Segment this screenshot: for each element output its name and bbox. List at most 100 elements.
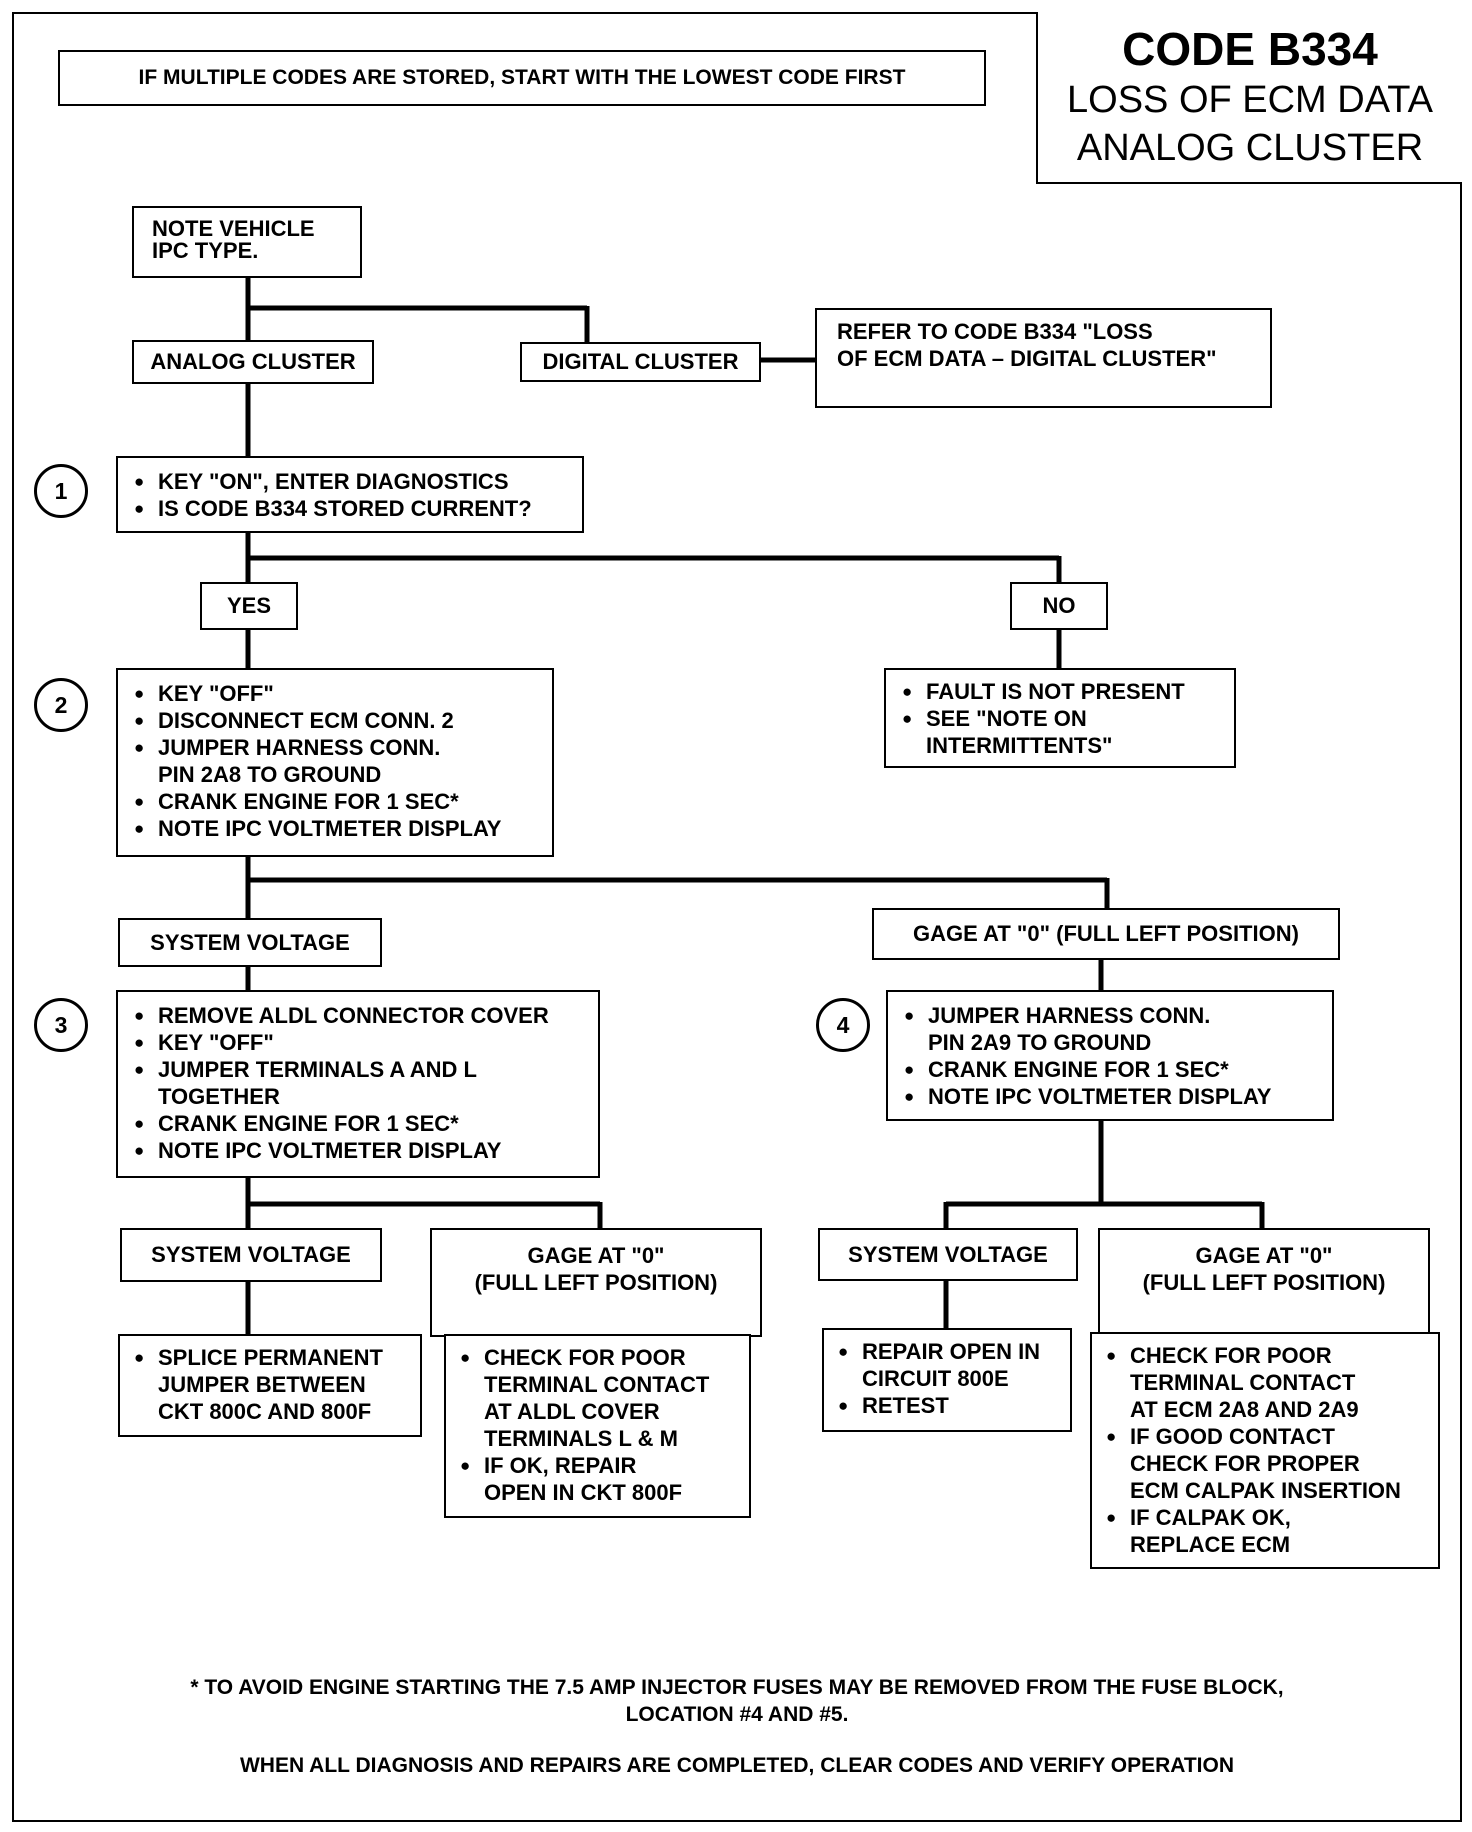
check-aldl-item-line: AT ALDL COVER <box>484 1399 660 1424</box>
check-ecm-item-line: ECM CALPAK INSERTION <box>1130 1478 1401 1503</box>
step-4-item-line: JUMPER HARNESS CONN. <box>928 1003 1211 1028</box>
step-3-gage-zero-line2: (FULL LEFT POSITION) <box>474 1270 718 1295</box>
digital-reference-line2: OF ECM DATA – DIGITAL CLUSTER" <box>837 346 1217 371</box>
analog-cluster-label: ANALOG CLUSTER <box>150 349 356 374</box>
step-4-system-voltage-label: SYSTEM VOLTAGE <box>848 1242 1048 1267</box>
step-3-gage-zero-box: GAGE AT "0" (FULL LEFT POSITION) <box>430 1228 762 1337</box>
diagram-frame <box>12 12 1462 1822</box>
step-3-item: CRANK ENGINE FOR 1 SEC* <box>130 1110 598 1137</box>
check-ecm-item-line: CHECK FOR POOR <box>1130 1343 1332 1368</box>
system-voltage-label: SYSTEM VOLTAGE <box>150 930 350 955</box>
step-3-system-voltage-label: SYSTEM VOLTAGE <box>151 1242 351 1267</box>
step-4-item: JUMPER HARNESS CONN.PIN 2A9 TO GROUND <box>900 1002 1332 1056</box>
step-4-gage-zero-box: GAGE AT "0" (FULL LEFT POSITION) <box>1098 1228 1430 1336</box>
digital-cluster-box: DIGITAL CLUSTER <box>520 342 761 382</box>
step-4-item: CRANK ENGINE FOR 1 SEC* <box>900 1056 1332 1083</box>
check-aldl-item-line: CHECK FOR POOR <box>484 1345 686 1370</box>
fault-not-present-box: FAULT IS NOT PRESENT SEE "NOTE ONINTERMI… <box>884 668 1236 768</box>
step-3-item: NOTE IPC VOLTMETER DISPLAY <box>130 1137 598 1164</box>
check-ecm-item-line: IF GOOD CONTACT <box>1130 1424 1335 1449</box>
final-instruction: WHEN ALL DIAGNOSIS AND REPAIRS ARE COMPL… <box>239 1754 1235 1777</box>
no-box: NO <box>1010 582 1108 630</box>
footnote-line2: LOCATION #4 AND #5. <box>625 1703 849 1726</box>
step-3-system-voltage-box: SYSTEM VOLTAGE <box>120 1228 382 1282</box>
no-fault-item-line: SEE "NOTE ON <box>926 706 1087 731</box>
step-3-gage-zero-line1: GAGE AT "0" <box>527 1243 665 1268</box>
repair-800e-item-line: REPAIR OPEN IN <box>862 1339 1041 1364</box>
splice-item-line: SPLICE PERMANENT <box>158 1345 383 1370</box>
step-3-item-line: JUMPER TERMINALS A AND L <box>158 1057 477 1082</box>
step-number-1: 1 <box>34 464 88 518</box>
step-1-box: KEY "ON", ENTER DIAGNOSTICS IS CODE B334… <box>116 456 584 533</box>
step-4-system-voltage-box: SYSTEM VOLTAGE <box>818 1228 1078 1281</box>
note-vehicle-line1: NOTE VEHICLE <box>152 216 315 241</box>
analog-cluster-box: ANALOG CLUSTER <box>132 340 374 384</box>
step-4-gage-zero-line1: GAGE AT "0" <box>1195 1243 1333 1268</box>
repair-800e-item: RETEST <box>834 1392 1070 1419</box>
step-number-3: 3 <box>34 998 88 1052</box>
step-2-item-line: PIN 2A8 TO GROUND <box>158 762 382 787</box>
gage-zero-box: GAGE AT "0" (FULL LEFT POSITION) <box>872 908 1340 960</box>
no-fault-item-line: INTERMITTENTS" <box>926 733 1113 758</box>
check-ecm-item-line: IF CALPAK OK, <box>1130 1505 1291 1530</box>
check-ecm-item-line: CHECK FOR PROPER <box>1130 1451 1360 1476</box>
step-4-gage-zero-line2: (FULL LEFT POSITION) <box>1142 1270 1386 1295</box>
multiple-codes-note: IF MULTIPLE CODES ARE STORED, START WITH… <box>138 66 906 89</box>
step-3-item: KEY "OFF" <box>130 1029 598 1056</box>
step-number-4: 4 <box>816 998 870 1052</box>
digital-cluster-label: DIGITAL CLUSTER <box>542 349 739 374</box>
step-2-box: KEY "OFF" DISCONNECT ECM CONN. 2 JUMPER … <box>116 668 554 857</box>
gage-zero-label: GAGE AT "0" (FULL LEFT POSITION) <box>913 921 1299 946</box>
check-ecm-item-line: TERMINAL CONTACT <box>1130 1370 1356 1395</box>
step-4-box: JUMPER HARNESS CONN.PIN 2A9 TO GROUND CR… <box>886 990 1334 1121</box>
digital-reference-line1: REFER TO CODE B334 "LOSS <box>837 319 1153 344</box>
step-number-2: 2 <box>34 678 88 732</box>
step-3-box: REMOVE ALDL CONNECTOR COVER KEY "OFF" JU… <box>116 990 600 1178</box>
multiple-codes-note-box: IF MULTIPLE CODES ARE STORED, START WITH… <box>58 50 986 106</box>
check-ecm-item-line: REPLACE ECM <box>1130 1532 1291 1557</box>
step-2-item: KEY "OFF" <box>130 680 552 707</box>
check-ecm-item-line: AT ECM 2A8 AND 2A9 <box>1130 1397 1359 1422</box>
step-1-item: IS CODE B334 STORED CURRENT? <box>130 495 582 522</box>
check-aldl-item-line: OPEN IN CKT 800F <box>484 1480 683 1505</box>
step-2-item: DISCONNECT ECM CONN. 2 <box>130 707 552 734</box>
digital-reference-box: REFER TO CODE B334 "LOSS OF ECM DATA – D… <box>815 308 1272 408</box>
note-vehicle-box: NOTE VEHICLE IPC TYPE. <box>132 206 362 278</box>
code-title-box: CODE B334 LOSS OF ECM DATA ANALOG CLUSTE… <box>1036 12 1462 184</box>
step-4-item: NOTE IPC VOLTMETER DISPLAY <box>900 1083 1332 1110</box>
repair-800e-item-line: CIRCUIT 800E <box>862 1366 1009 1391</box>
step-2-item-line: JUMPER HARNESS CONN. <box>158 735 441 760</box>
no-label: NO <box>1042 593 1076 618</box>
yes-label: YES <box>226 593 272 618</box>
check-aldl-item-line: IF OK, REPAIR <box>484 1453 637 1478</box>
step-4-item-line: PIN 2A9 TO GROUND <box>928 1030 1152 1055</box>
yes-box: YES <box>200 582 298 630</box>
no-fault-item: FAULT IS NOT PRESENT <box>898 678 1234 705</box>
step-2-item: NOTE IPC VOLTMETER DISPLAY <box>130 815 552 842</box>
step-1-item: KEY "ON", ENTER DIAGNOSTICS <box>130 468 582 495</box>
code-title-line1: LOSS OF ECM DATA <box>1067 79 1433 121</box>
note-vehicle-line2: IPC TYPE. <box>152 238 259 263</box>
check-aldl-item-line: TERMINAL CONTACT <box>484 1372 710 1397</box>
code-title-line2: ANALOG CLUSTER <box>1076 127 1424 169</box>
splice-item-line: CKT 800C AND 800F <box>158 1399 372 1424</box>
check-ecm-item: IF CALPAK OK,REPLACE ECM <box>1102 1504 1438 1558</box>
check-aldl-item-line: TERMINALS L & M <box>484 1426 678 1451</box>
code-number: CODE B334 <box>1122 23 1378 75</box>
step-3-item-line: TOGETHER <box>158 1084 280 1109</box>
step-2-item: CRANK ENGINE FOR 1 SEC* <box>130 788 552 815</box>
system-voltage-box: SYSTEM VOLTAGE <box>118 918 382 967</box>
step-3-item: REMOVE ALDL CONNECTOR COVER <box>130 1002 598 1029</box>
step-2-item: JUMPER HARNESS CONN.PIN 2A8 TO GROUND <box>130 734 552 788</box>
